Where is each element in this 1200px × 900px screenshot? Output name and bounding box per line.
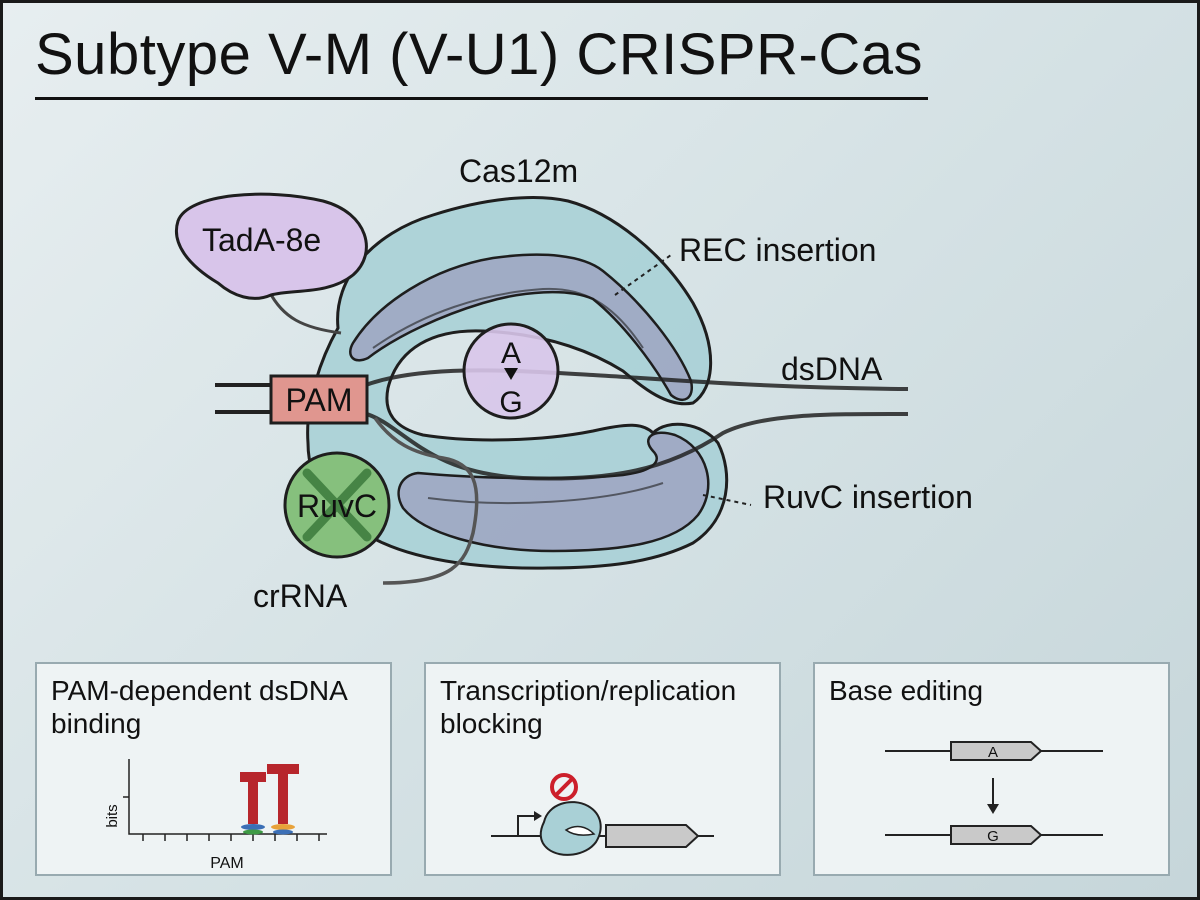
gene-after-base: G: [987, 828, 999, 845]
figure-title: Subtype V-M (V-U1) CRISPR-Cas: [35, 22, 923, 87]
gene-before-icon: [950, 741, 1043, 761]
dna-target-strand: [362, 368, 909, 391]
ruvc-label: RuvC: [297, 488, 377, 524]
gene-after-icon: [950, 825, 1043, 845]
pam-label: PAM: [286, 382, 353, 418]
ruvc-insertion-inner: [427, 482, 664, 504]
cas12m-schematic: A G PAM RuvC: [175, 192, 909, 585]
blocking-illustration: [491, 773, 714, 856]
pam-sequence-logo: bits PAM: [104, 759, 327, 872]
ruvc-insertion-leader-line: [702, 494, 752, 506]
tada-8e-label: TadA-8e: [202, 222, 322, 258]
edit-arrowhead-icon: [987, 804, 999, 814]
logo-y-axis: [128, 759, 327, 835]
cas12m-label: Cas12m: [459, 153, 579, 189]
gene-before-base: A: [988, 744, 998, 761]
panel-title: PAM-dependent dsDNA binding: [51, 675, 347, 739]
crrna-strand: [373, 416, 479, 585]
edit-arrow-icon: [504, 368, 518, 380]
logo-letter-c-2: [273, 829, 293, 835]
panel-transcription-blocking: Transcription/replication blocking: [424, 662, 781, 876]
panel-title: Base editing: [829, 675, 984, 706]
logo-xlabel: PAM: [210, 855, 243, 872]
base-editing-illustration: A G: [885, 741, 1103, 845]
logo-letter-g: [271, 824, 295, 830]
logo-x-ticks: [142, 834, 320, 841]
logo-letter-t-2: [267, 764, 299, 824]
logo-letter-c: [241, 824, 265, 830]
title-underline: [35, 97, 928, 100]
cas12m-mini-groove: [564, 825, 596, 836]
pam-box: [269, 374, 369, 425]
tada-linker: [267, 290, 342, 335]
dsdna-label: dsDNA: [781, 351, 883, 387]
gene-arrow-icon: [605, 824, 700, 848]
panel-base-editing: Base editing A G: [813, 662, 1170, 876]
panel-title: Transcription/replication blocking: [440, 675, 737, 739]
edit-to-base: G: [499, 386, 522, 419]
block-sign-slash: [554, 777, 574, 797]
crrna-label: crRNA: [253, 578, 348, 614]
promoter-arrow-icon: [517, 815, 534, 836]
rec-leader-line: [614, 254, 672, 296]
block-sign-icon: [550, 773, 578, 801]
promoter-arrowhead: [534, 811, 542, 821]
ruvc-insertion-label: RuvC insertion: [763, 479, 973, 515]
edit-from-base: A: [501, 337, 521, 370]
inactivated-cross-icon: [302, 468, 372, 542]
logo-letter-a: [243, 829, 263, 835]
panel-pam-binding: PAM-dependent dsDNA binding bits PAM: [35, 662, 392, 876]
tada-8e-domain: [175, 192, 368, 300]
logo-ylabel: bits: [104, 804, 121, 827]
dna-nontarget-strand: [362, 411, 909, 481]
rec-insertion-label: REC insertion: [679, 232, 877, 268]
rec-insertion-inner: [372, 287, 644, 349]
rec-insertion-domain: [349, 253, 694, 401]
logo-letter-t-1: [240, 772, 266, 824]
